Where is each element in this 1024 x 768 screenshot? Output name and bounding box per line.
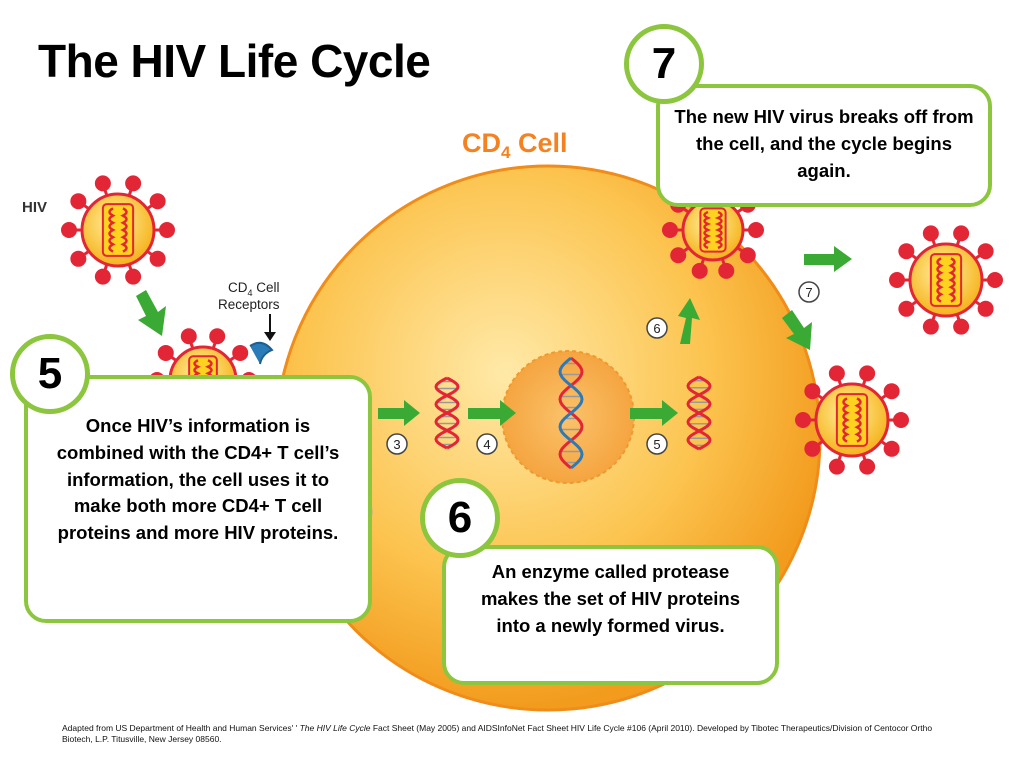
new-hiv-virus-icon-2 — [795, 365, 909, 475]
svg-text:3: 3 — [393, 437, 400, 452]
step-5-number: 5 — [37, 349, 63, 398]
step-marker-4: 4 — [476, 433, 498, 455]
step-5-callout: Once HIV’s information is combined with … — [24, 375, 372, 623]
svg-text:6: 6 — [653, 321, 660, 336]
integrated-dna-helix-icon — [558, 356, 584, 470]
page-title: The HIV Life Cycle — [38, 35, 431, 87]
receptor-label: CD4 Cell — [228, 280, 280, 298]
receptor-label-line2: Receptors — [218, 297, 280, 312]
step-7-number: 7 — [651, 39, 677, 88]
arrow-step-3 — [378, 400, 420, 426]
step-6-badge: 6 — [420, 478, 500, 558]
step-6-callout: An enzyme called protease makes the set … — [442, 545, 779, 685]
step-7-text: The new HIV virus breaks off from the ce… — [674, 106, 974, 181]
viral-rna-strands-icon — [686, 375, 712, 451]
svg-text:7: 7 — [805, 285, 812, 300]
step-6-text: An enzyme called protease makes the set … — [480, 561, 741, 636]
step-marker-6: 6 — [646, 317, 668, 339]
cd4-receptor-icon — [249, 341, 274, 365]
cell-label: CD4 Cell — [462, 128, 568, 162]
step-marker-5: 5 — [646, 433, 668, 455]
source-footnote: Adapted from US Department of Health and… — [62, 723, 933, 745]
step-5-badge: 5 — [10, 334, 90, 414]
step-marker-3: 3 — [386, 433, 408, 455]
arrow-hiv-approach — [136, 290, 166, 336]
arrow-step-6 — [678, 298, 700, 344]
svg-text:4: 4 — [483, 437, 490, 452]
step-7-badge: 7 — [624, 24, 704, 104]
step-6-number: 6 — [447, 493, 473, 542]
arrow-step-5 — [630, 400, 678, 426]
hiv-label: HIV — [22, 199, 47, 216]
viral-dna-helix-icon — [434, 376, 460, 450]
hiv-virus-icon — [61, 175, 175, 285]
arrow-step-7-down — [782, 310, 812, 350]
arrow-step-7-right — [804, 246, 852, 272]
step-marker-7: 7 — [798, 281, 820, 303]
receptor-pointer-arrow — [264, 314, 276, 341]
svg-text:5: 5 — [653, 437, 660, 452]
arrow-step-4 — [468, 400, 516, 426]
step-5-text: Once HIV’s information is combined with … — [56, 415, 340, 544]
new-hiv-virus-icon — [889, 225, 1003, 335]
step-7-callout: The new HIV virus breaks off from the ce… — [656, 84, 992, 207]
